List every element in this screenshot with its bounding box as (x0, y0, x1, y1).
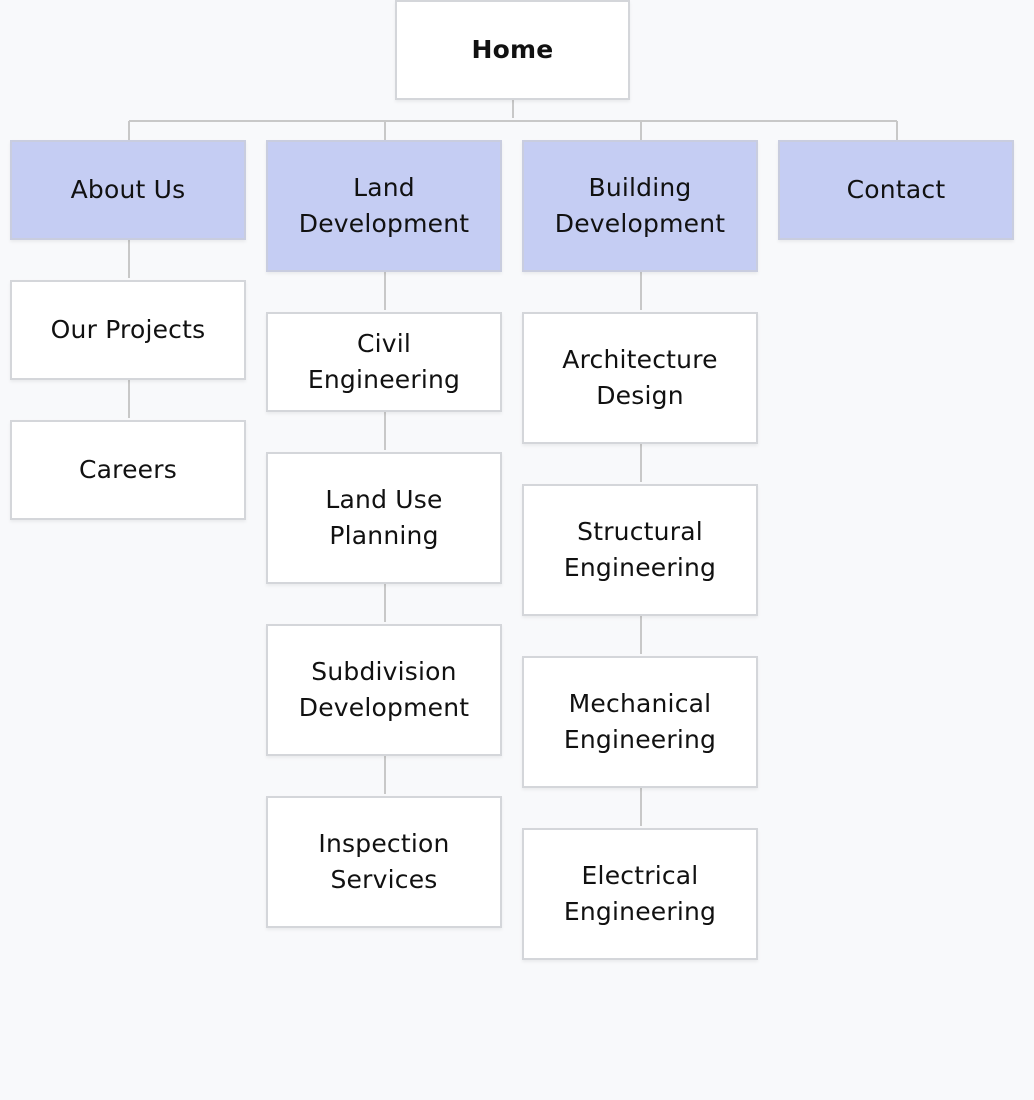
node-label: Contact (846, 175, 946, 204)
node-label: Land Use Planning (325, 485, 443, 550)
node-label: Structural Engineering (563, 517, 717, 582)
node-label: Home (471, 35, 554, 64)
node-label: Architecture Design (562, 345, 718, 410)
node-civil-engineering[interactable]: Civil Engineering (266, 312, 502, 412)
node-land-use-planning[interactable]: Land Use Planning (266, 452, 502, 584)
node-our-projects[interactable]: Our Projects (10, 280, 246, 380)
node-label: Land Development (298, 173, 470, 238)
node-careers[interactable]: Careers (10, 420, 246, 520)
node-label: Subdivision Development (298, 657, 470, 722)
node-label: Civil Engineering (307, 329, 461, 394)
node-label: Inspection Services (318, 829, 450, 894)
node-structural-engineering[interactable]: Structural Engineering (522, 484, 758, 616)
node-mechanical-engineering[interactable]: Mechanical Engineering (522, 656, 758, 788)
node-label: Our Projects (50, 315, 206, 344)
node-contact[interactable]: Contact (778, 140, 1014, 240)
node-electrical-engineering[interactable]: Electrical Engineering (522, 828, 758, 960)
node-subdivision-development[interactable]: Subdivision Development (266, 624, 502, 756)
node-building-development[interactable]: Building Development (522, 140, 758, 272)
node-inspection-services[interactable]: Inspection Services (266, 796, 502, 928)
node-land-development[interactable]: Land Development (266, 140, 502, 272)
node-about-us[interactable]: About Us (10, 140, 246, 240)
node-label: Building Development (554, 173, 726, 238)
node-label: Careers (79, 455, 177, 484)
node-label: Mechanical Engineering (563, 689, 717, 754)
node-home[interactable]: Home (395, 0, 630, 100)
node-label: About Us (70, 175, 186, 204)
node-architecture-design[interactable]: Architecture Design (522, 312, 758, 444)
node-label: Electrical Engineering (563, 861, 717, 926)
